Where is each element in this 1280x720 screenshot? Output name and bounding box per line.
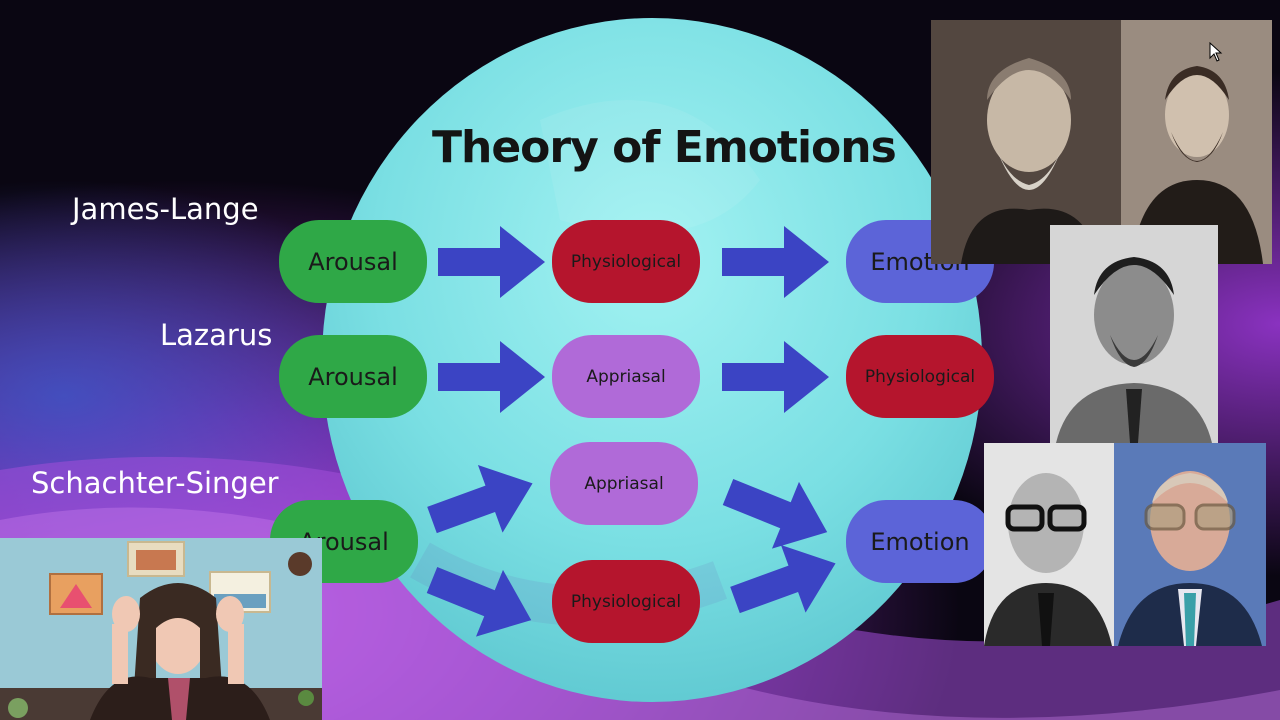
arrow-icon [722,341,829,413]
pill-physiological-lazarus: Physiological [846,335,994,418]
mouse-cursor-icon [1209,42,1223,62]
presenter-webcam-video [0,538,322,720]
pill-emotion-schachter-singer: Emotion [846,500,994,583]
theory-label-james-lange: James-Lange [72,192,259,226]
portrait-photo-james [931,20,1121,264]
pill-appraisal-schachter-singer: Appriasal [550,442,698,525]
portrait-photo-lange [1121,20,1272,264]
pill-physiological-schachter-singer: Physiological [552,560,700,643]
pill-arousal-james-lange: Arousal [279,220,427,303]
arrow-icon [730,544,836,614]
pill-appraisal-lazarus: Appriasal [552,335,700,418]
arrow-icon [426,567,532,637]
portrait-photo-lazarus [1050,225,1218,443]
arrow-icon [438,226,545,298]
pill-arousal-lazarus: Arousal [279,335,427,418]
slide-title: Theory of Emotions [432,122,897,173]
portrait-photo-schachter [984,443,1114,646]
pill-physiological-james-lange: Physiological [552,220,700,303]
arrow-icon [438,341,545,413]
theory-label-schachter-singer: Schachter-Singer [31,466,279,500]
arrow-icon [722,226,829,298]
arrow-icon [722,479,828,549]
portrait-photo-singer [1114,443,1266,646]
theory-label-lazarus: Lazarus [160,318,273,352]
arrow-icon [427,464,533,534]
